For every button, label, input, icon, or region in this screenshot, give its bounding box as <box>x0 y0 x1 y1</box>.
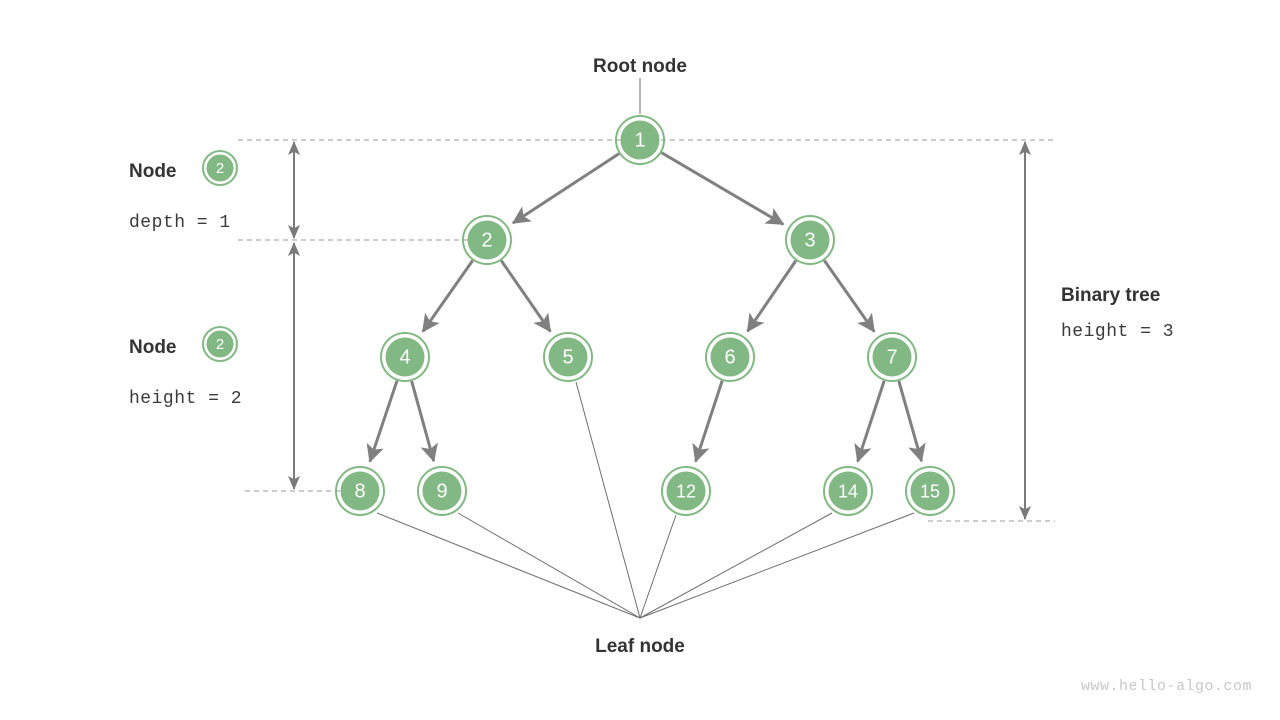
tree-node-fill <box>828 471 868 511</box>
tree-node-fill <box>790 220 830 260</box>
tree-node-fill <box>710 337 750 377</box>
tree-edge-3-to-6 <box>746 259 798 333</box>
tree-node-value: 12 <box>676 482 696 502</box>
tree-node-1[interactable]: 1 <box>615 115 665 165</box>
tree-edge-1-to-3 <box>660 151 785 226</box>
tree-edge-7-to-14 <box>854 380 886 463</box>
annotation-depth-badge-fill <box>206 154 234 182</box>
annotation-node-depth-title: Node <box>129 161 177 182</box>
annotation-height-badge-ring <box>202 326 238 362</box>
annotation-node-height-title: Node <box>129 337 177 358</box>
tree-node-value: 15 <box>920 482 940 502</box>
tree-node-fill <box>467 220 507 260</box>
tree-node-15[interactable]: 15 <box>905 466 955 516</box>
tree-node-value: 4 <box>399 347 410 369</box>
tree-node-fill <box>666 471 706 511</box>
leaf-pointer-line-5 <box>575 381 641 619</box>
annotation-node-height: Node 2 height = 2 <box>129 326 242 409</box>
tree-node-fill <box>910 471 950 511</box>
leaf-pointer-line-12 <box>639 514 677 619</box>
annotation-tree-height-title: Binary tree <box>1061 285 1160 306</box>
tree-node-ring <box>335 466 385 516</box>
guide-lines <box>238 139 1055 522</box>
tree-node-12[interactable]: 12 <box>661 466 711 516</box>
tree-node-value: 14 <box>838 482 858 502</box>
tree-node-value: 5 <box>562 347 573 369</box>
tree-node-value: 1 <box>634 130 645 152</box>
dimension-arrows <box>288 141 1031 520</box>
tree-node-fill <box>340 471 380 511</box>
tree-node-value: 2 <box>481 230 492 252</box>
tree-node-ring <box>543 332 593 382</box>
tree-node-value: 3 <box>804 230 815 252</box>
tree-node-7[interactable]: 7 <box>867 332 917 382</box>
tree-edge-6-to-12 <box>692 380 724 463</box>
annotation-tree-height-detail: height = 3 <box>1061 322 1174 342</box>
tree-edge-2-to-4 <box>421 259 474 333</box>
tree-edges <box>366 151 926 463</box>
tree-node-value: 9 <box>436 481 447 503</box>
tree-edge-2-to-5 <box>499 259 552 333</box>
tree-node-ring <box>785 215 835 265</box>
root-node-label: Root node <box>593 56 687 77</box>
tree-node-5[interactable]: 5 <box>543 332 593 382</box>
tree-edge-7-to-15 <box>897 380 926 463</box>
tree-node-2[interactable]: 2 <box>462 215 512 265</box>
leaf-pointer-line-15 <box>639 512 915 619</box>
tree-node-ring <box>661 466 711 516</box>
annotation-height-badge-fill <box>206 330 234 358</box>
watermark-label: www.hello-algo.com <box>1081 678 1252 695</box>
annotation-node-depth: Node 2 depth = 1 <box>129 150 238 233</box>
tree-node-6[interactable]: 6 <box>705 332 755 382</box>
tree-node-3[interactable]: 3 <box>785 215 835 265</box>
tree-node-fill <box>548 337 588 377</box>
tree-node-ring <box>905 466 955 516</box>
annotation-height-badge-value: 2 <box>216 336 224 353</box>
tree-node-ring <box>867 332 917 382</box>
tree-edge-3-to-7 <box>823 259 876 333</box>
tree-node-ring <box>823 466 873 516</box>
annotation-tree-height: Binary tree height = 3 <box>1061 285 1174 342</box>
tree-node-fill <box>872 337 912 377</box>
tree-node-ring <box>380 332 430 382</box>
tree-node-value: 7 <box>886 347 897 369</box>
annotation-node-height-detail: height = 2 <box>129 389 242 409</box>
tree-node-ring <box>462 215 512 265</box>
annotation-node-depth-detail: depth = 1 <box>129 213 231 233</box>
tree-node-14[interactable]: 14 <box>823 466 873 516</box>
annotation-depth-badge-value: 2 <box>216 160 224 177</box>
tree-node-ring <box>417 466 467 516</box>
tree-node-ring <box>705 332 755 382</box>
tree-node-9[interactable]: 9 <box>417 466 467 516</box>
leaf-pointer-line-8 <box>376 512 641 619</box>
tree-node-value: 8 <box>354 481 365 503</box>
tree-edge-1-to-2 <box>511 152 620 225</box>
tree-node-4[interactable]: 4 <box>380 332 430 382</box>
tree-node-fill <box>385 337 425 377</box>
tree-node-ring <box>615 115 665 165</box>
leaf-pointer-line-14 <box>639 512 833 619</box>
leaf-pointer-lines <box>376 381 915 619</box>
tree-node-value: 6 <box>724 347 735 369</box>
tree-node-fill <box>620 120 660 160</box>
tree-node-fill <box>422 471 462 511</box>
tree-edge-4-to-8 <box>366 380 399 463</box>
tree-node-8[interactable]: 8 <box>335 466 385 516</box>
tree-edge-4-to-9 <box>410 380 438 463</box>
leaf-node-label: Leaf node <box>595 636 685 657</box>
annotation-depth-badge-ring <box>202 150 238 186</box>
leaf-pointer-line-9 <box>457 512 641 619</box>
